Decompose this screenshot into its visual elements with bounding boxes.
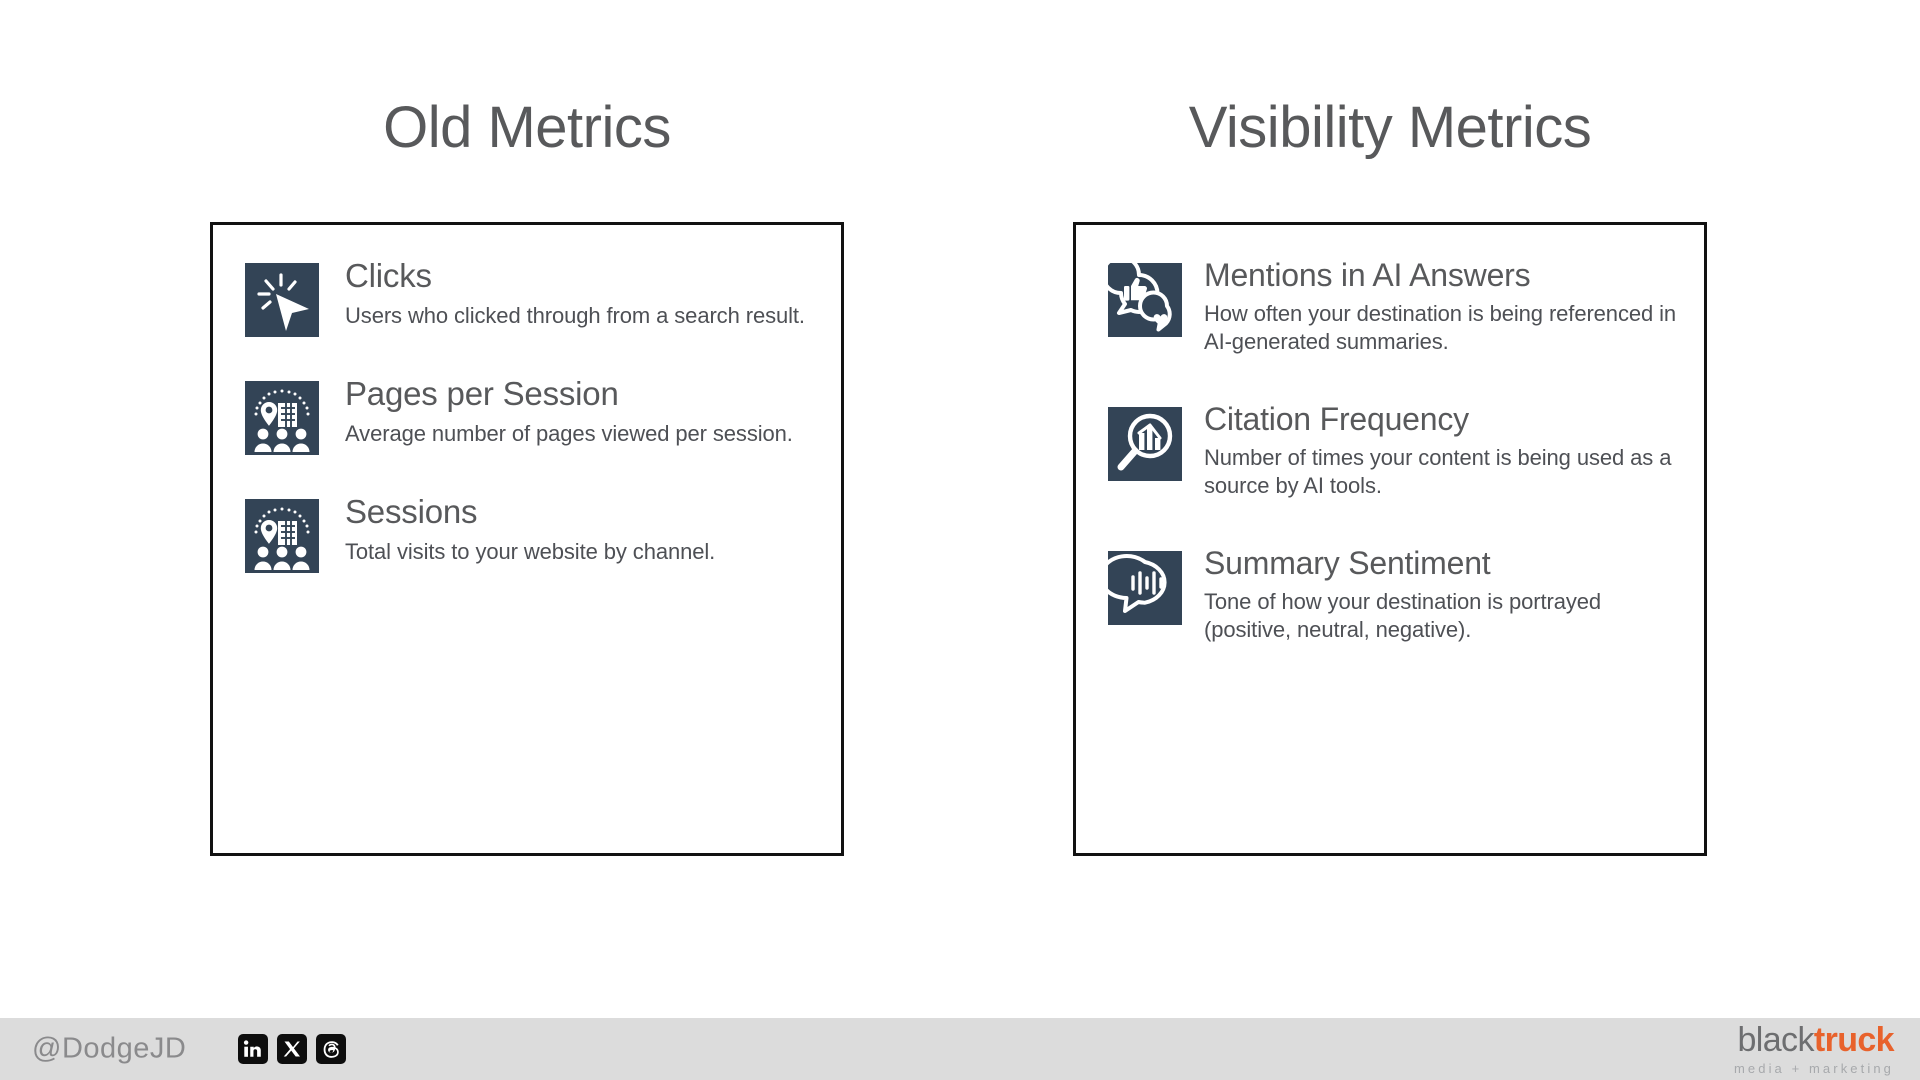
metric-text-mentions-in-ai-answers: Mentions in AI Answers How often your de… bbox=[1204, 257, 1678, 357]
destination-audience-icon bbox=[245, 381, 319, 455]
click-cursor-icon bbox=[245, 263, 319, 337]
magnifier-bar-chart-icon bbox=[1108, 406, 1182, 481]
x-twitter-icon[interactable] bbox=[277, 1034, 307, 1064]
brand-word-black: black bbox=[1737, 1021, 1814, 1059]
metric-row-clicks: Clicks Users who clicked through from a … bbox=[245, 257, 815, 337]
metric-title-summary-sentiment: Summary Sentiment bbox=[1204, 544, 1491, 581]
metric-text-summary-sentiment: Summary Sentiment Tone of how your desti… bbox=[1204, 545, 1678, 645]
metric-title-mentions-in-ai-answers: Mentions in AI Answers bbox=[1204, 257, 1531, 293]
metric-desc-clicks: Users who clicked through from a search … bbox=[345, 302, 805, 328]
metric-row-mentions-in-ai-answers: Mentions in AI Answers How often your de… bbox=[1108, 257, 1678, 357]
metric-text-citation-frequency: Citation Frequency Number of times your … bbox=[1204, 401, 1678, 501]
social-links bbox=[238, 1034, 346, 1064]
brand-word-truck: truck bbox=[1813, 1021, 1895, 1059]
column-heading-old-metrics: Old Metrics bbox=[383, 95, 671, 160]
card-visibility-metrics: Mentions in AI Answers How often your de… bbox=[1073, 222, 1707, 856]
social-handle: @DodgeJD bbox=[32, 1032, 187, 1065]
brand-tagline: media + marketing bbox=[1733, 1061, 1894, 1076]
metric-desc-summary-sentiment: Tone of how your destination is portraye… bbox=[1204, 588, 1602, 643]
metric-title-citation-frequency: Citation Frequency bbox=[1204, 400, 1469, 437]
metric-desc-citation-frequency: Number of times your content is being us… bbox=[1204, 444, 1672, 499]
metric-text-sessions: Sessions Total visits to your website by… bbox=[345, 493, 815, 566]
threads-icon[interactable] bbox=[316, 1034, 346, 1064]
metric-text-pages-per-session: Pages per Session Average number of page… bbox=[345, 375, 815, 448]
metric-row-summary-sentiment: Summary Sentiment Tone of how your desti… bbox=[1108, 545, 1678, 645]
metric-desc-mentions-in-ai-answers: How often your destination is being refe… bbox=[1204, 300, 1677, 355]
column-heading-visibility-metrics: Visibility Metrics bbox=[1188, 95, 1592, 160]
metric-row-citation-frequency: Citation Frequency Number of times your … bbox=[1108, 401, 1678, 501]
metric-desc-pages-per-session: Average number of pages viewed per sessi… bbox=[345, 420, 793, 446]
speech-bubble-waveform-icon bbox=[1108, 550, 1182, 625]
speech-bubbles-reaction-icon bbox=[1108, 263, 1182, 337]
linkedin-icon[interactable] bbox=[238, 1034, 268, 1064]
brand-wordmark: blacktruck bbox=[1734, 1023, 1894, 1057]
destination-audience-icon bbox=[245, 499, 319, 573]
card-inner-visibility-metrics: Mentions in AI Answers How often your de… bbox=[1108, 257, 1678, 689]
metric-row-sessions: Sessions Total visits to your website by… bbox=[245, 493, 815, 573]
metric-title-sessions: Sessions bbox=[345, 493, 478, 530]
metric-title-pages-per-session: Pages per Session bbox=[345, 375, 619, 412]
metric-row-pages-per-session: Pages per Session Average number of page… bbox=[245, 375, 815, 455]
metric-desc-sessions: Total visits to your website by channel. bbox=[345, 538, 716, 564]
brand-logo: blacktruck media + marketing bbox=[1733, 1023, 1895, 1076]
metric-text-clicks: Clicks Users who clicked through from a … bbox=[345, 257, 815, 330]
metric-title-clicks: Clicks bbox=[345, 257, 432, 294]
card-old-metrics: Clicks Users who clicked through from a … bbox=[210, 222, 844, 856]
card-inner-old-metrics: Clicks Users who clicked through from a … bbox=[245, 257, 815, 573]
footer-bar: @DodgeJD blacktruck bbox=[0, 1018, 1920, 1080]
